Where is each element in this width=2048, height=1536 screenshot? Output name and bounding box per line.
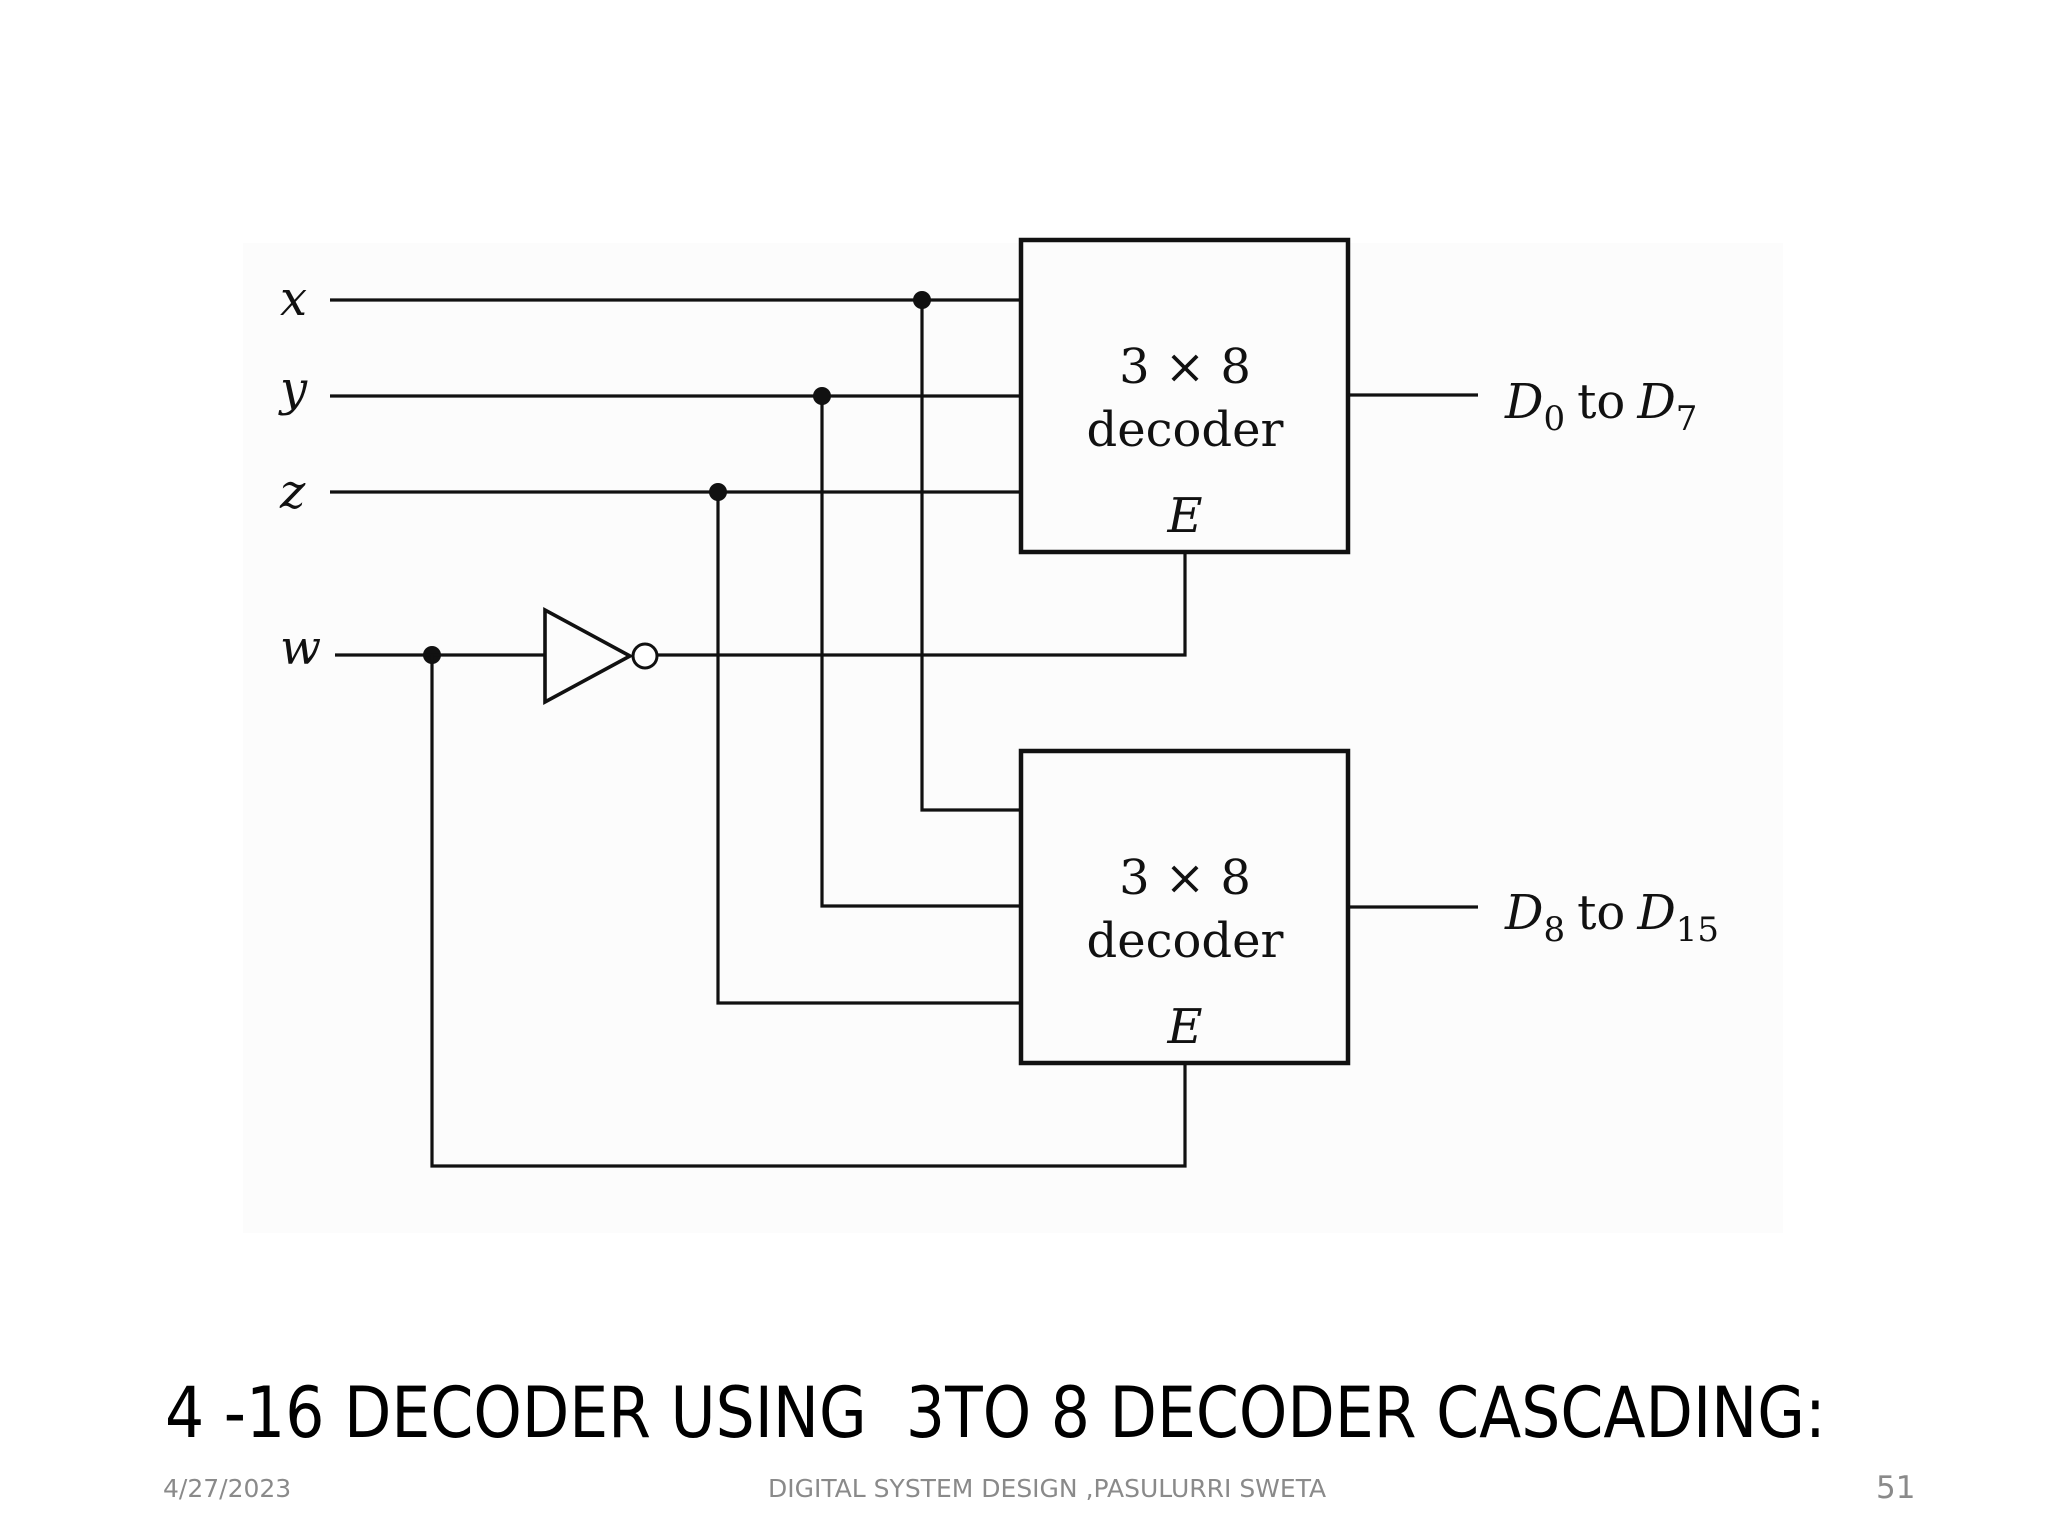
wire-w-inverted-to-top-enable — [657, 552, 1187, 657]
decoder-top-enable-label: E — [1166, 488, 1202, 544]
decoder-top-subtitle: decoder — [1087, 402, 1284, 458]
decoder-top-title: 3 × 8 — [1119, 339, 1251, 395]
not-gate-icon — [543, 606, 634, 706]
input-label-w: w — [280, 620, 321, 676]
junction-z — [709, 483, 727, 501]
footer-date: 4/27/2023 — [163, 1474, 292, 1503]
diagram-background — [243, 243, 1783, 1233]
junction-y — [813, 387, 831, 405]
inverter-bubble-icon — [631, 642, 659, 670]
input-label-y: y — [278, 361, 308, 417]
decoder-bottom-title: 3 × 8 — [1119, 850, 1251, 906]
decoder-bottom-enable-label: E — [1166, 999, 1202, 1055]
wire-w-to-bottom-enable — [430, 655, 1187, 1168]
decoder-bottom-subtitle: decoder — [1087, 913, 1284, 969]
wire-y-branch — [820, 396, 1021, 908]
wire-z-branch — [716, 492, 1021, 1005]
input-label-x: x — [280, 271, 307, 327]
wire-x-branch — [920, 300, 1021, 812]
input-label-z: z — [279, 464, 306, 520]
junction-x — [913, 291, 931, 309]
slide-title: 4 -16 DECODER USING 3TO 8 DECODER CASCAD… — [165, 1372, 1826, 1454]
page-number: 51 — [1876, 1470, 1916, 1506]
footer-center-text: DIGITAL SYSTEM DESIGN ,PASULURRI SWETA — [768, 1474, 1327, 1503]
